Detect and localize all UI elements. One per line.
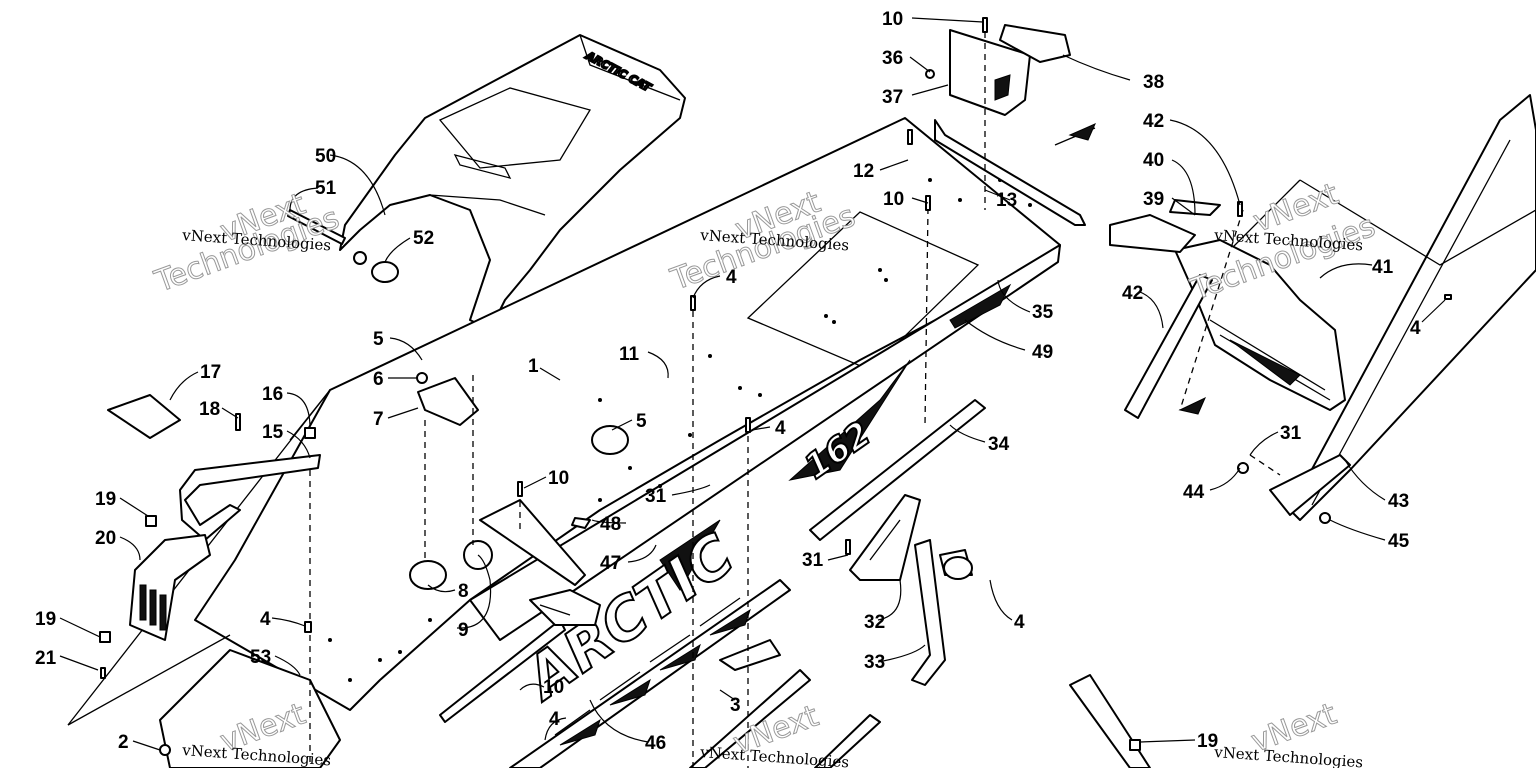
bracket-47 <box>529 589 601 626</box>
callout-12: 12 <box>853 161 874 182</box>
callout-4-bot: 4 <box>549 709 560 730</box>
callout-40: 40 <box>1143 150 1164 171</box>
bracket-7 <box>417 377 479 426</box>
callout-34: 34 <box>988 434 1010 455</box>
rail-3 <box>689 669 811 768</box>
callout-7: 7 <box>373 409 384 430</box>
callout-46: 46 <box>645 733 666 754</box>
callout-13: 13 <box>996 190 1017 211</box>
callout-4-top: 4 <box>726 267 737 288</box>
callout-31-right: 31 <box>1280 423 1302 444</box>
running-board <box>439 499 586 723</box>
callout-42: 42 <box>1143 111 1164 132</box>
washer-5 <box>591 425 629 455</box>
callout-19b: 19 <box>35 609 56 630</box>
rear-rail-34 <box>809 399 986 541</box>
callout-38: 38 <box>1143 72 1164 93</box>
callout-19c: 19 <box>1197 731 1218 752</box>
callout-17: 17 <box>200 362 221 383</box>
bracket-13 <box>934 119 1086 226</box>
bumper-end-43 <box>1269 454 1351 516</box>
rail-3b <box>814 714 881 768</box>
callout-20: 20 <box>95 528 116 549</box>
rail-arm <box>1124 274 1213 419</box>
callout-4-left: 4 <box>260 609 271 630</box>
rivet-dots <box>328 178 1032 682</box>
taillight <box>949 24 1071 116</box>
callout-51: 51 <box>315 178 337 199</box>
callout-44: 44 <box>1183 482 1205 503</box>
callout-18: 18 <box>199 399 220 420</box>
callout-16: 16 <box>262 384 283 405</box>
callout-37: 37 <box>882 87 903 108</box>
plate-48 <box>571 517 591 529</box>
callout-3: 3 <box>730 695 741 716</box>
callout-4-low: 4 <box>1014 612 1025 633</box>
callout-6: 6 <box>373 369 384 390</box>
callout-36: 36 <box>882 48 903 69</box>
callout-10c: 10 <box>548 468 569 489</box>
callout-1: 1 <box>528 356 539 377</box>
callout-11: 11 <box>619 344 640 365</box>
bracket-3 <box>719 639 781 671</box>
foot-grip <box>509 579 791 768</box>
seat: ARCTIC CAT <box>339 34 686 331</box>
callout-45: 45 <box>1388 531 1410 552</box>
grab-handle-15 <box>179 454 321 541</box>
bracket-19b <box>1069 674 1151 768</box>
leader-lines <box>59 17 1446 751</box>
callout-4-mid: 4 <box>775 418 786 439</box>
callout-31-mid: 31 <box>645 486 667 507</box>
rear-bumper <box>1229 94 1536 521</box>
callout-43: 43 <box>1388 491 1409 512</box>
bracket-32 <box>849 494 921 581</box>
callout-8: 8 <box>458 581 469 602</box>
callout-10: 10 <box>882 9 903 30</box>
callout-31-low: 31 <box>802 550 824 571</box>
fasteners <box>99 17 1452 756</box>
bracket-53 <box>159 649 341 768</box>
tunnel: ARCTIC 162 <box>67 117 1061 726</box>
callout-10b: 10 <box>883 189 904 210</box>
callout-21: 21 <box>35 648 57 669</box>
callout-53: 53 <box>250 647 271 668</box>
callout-50: 50 <box>315 146 336 167</box>
washer-4 <box>943 556 973 580</box>
callout-2: 2 <box>118 732 129 753</box>
washer-8 <box>409 560 447 590</box>
callout-5: 5 <box>373 329 384 350</box>
callout-52: 52 <box>413 228 434 249</box>
callout-42b: 42 <box>1122 283 1143 304</box>
callout-labels: 10 36 37 38 42 40 39 41 42 4 31 44 43 45… <box>35 9 1421 754</box>
bracket-39 <box>1109 214 1196 253</box>
callout-39: 39 <box>1143 189 1164 210</box>
callout-9: 9 <box>458 620 469 641</box>
snow-flap-41 <box>1174 239 1346 411</box>
bracket-20 <box>129 534 211 641</box>
nut-45 <box>1319 512 1331 524</box>
callout-33: 33 <box>864 652 885 673</box>
callout-19: 19 <box>95 489 116 510</box>
callout-41: 41 <box>1372 257 1394 278</box>
seat-fasteners <box>287 209 399 283</box>
part-17 <box>107 394 181 439</box>
callout-47: 47 <box>600 553 621 574</box>
callout-32: 32 <box>864 612 885 633</box>
callout-4-right: 4 <box>1410 318 1421 339</box>
callout-5-mid: 5 <box>636 411 647 432</box>
callout-10d: 10 <box>543 677 564 698</box>
callout-48: 48 <box>600 514 621 535</box>
callout-15: 15 <box>262 422 284 443</box>
callout-35: 35 <box>1032 302 1054 323</box>
assembly-lines <box>309 32 1281 768</box>
callout-49: 49 <box>1032 342 1053 363</box>
